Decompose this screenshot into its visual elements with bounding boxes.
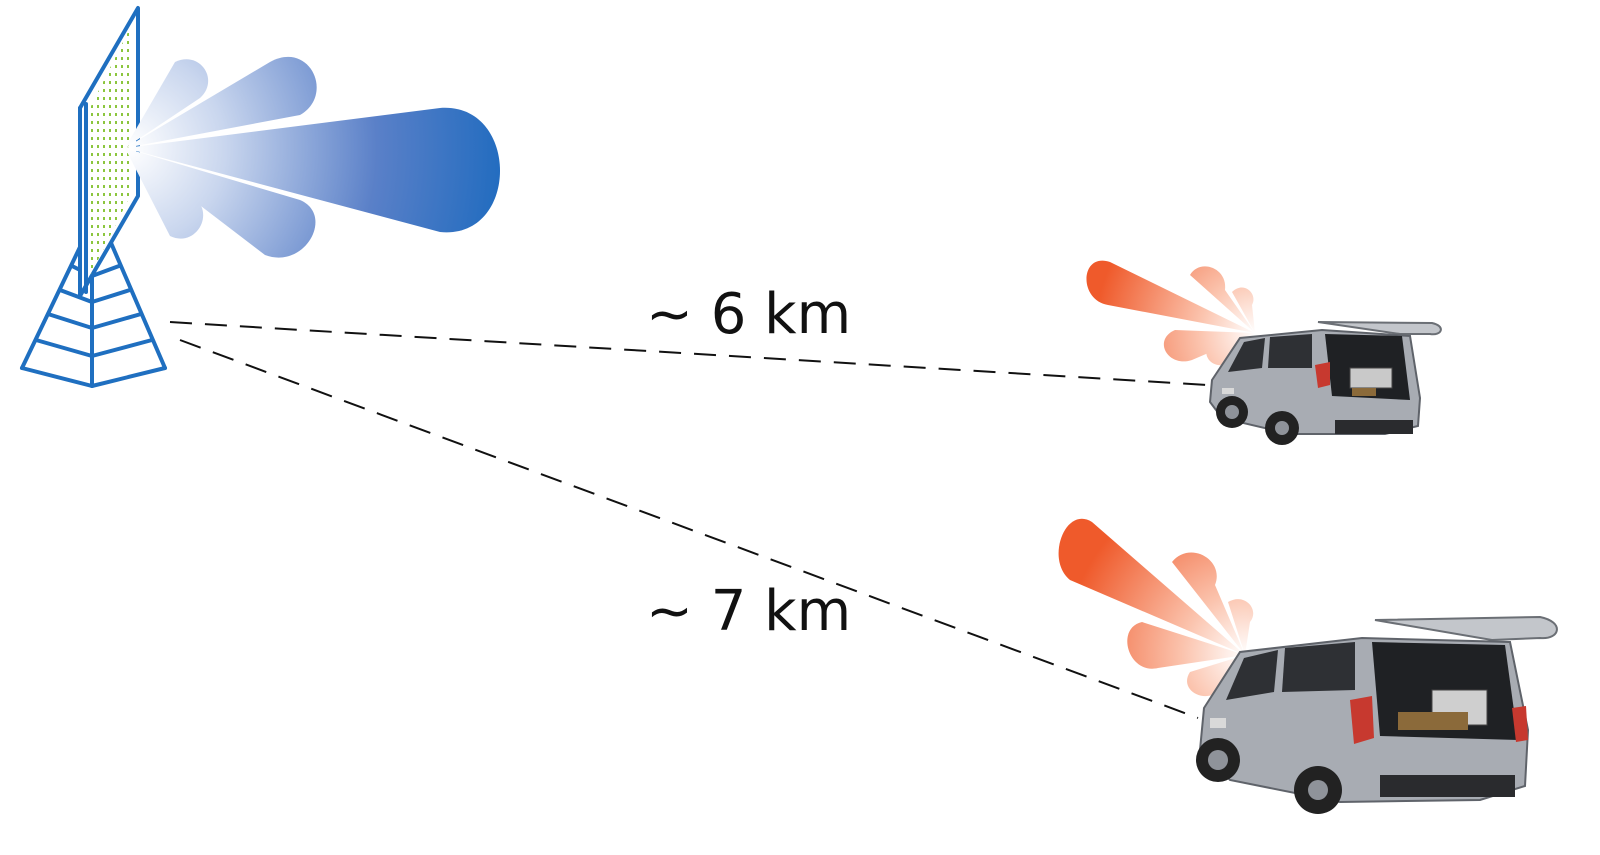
vehicle-2 [1196,617,1557,814]
vehicle-1-beam-pattern [1086,261,1255,366]
tower-beam-pattern [125,57,500,258]
distance-label-far: ~ 7 km [646,579,851,644]
distance-label-near: ~ 6 km [646,282,851,347]
tower-icon [22,8,165,386]
vehicle-2-beam-pattern [1059,519,1254,696]
link-lines [170,322,1208,718]
suv-icon [1196,617,1557,814]
suv-icon [1210,322,1441,445]
link-line-far [180,340,1198,718]
vehicle-1 [1210,322,1441,445]
